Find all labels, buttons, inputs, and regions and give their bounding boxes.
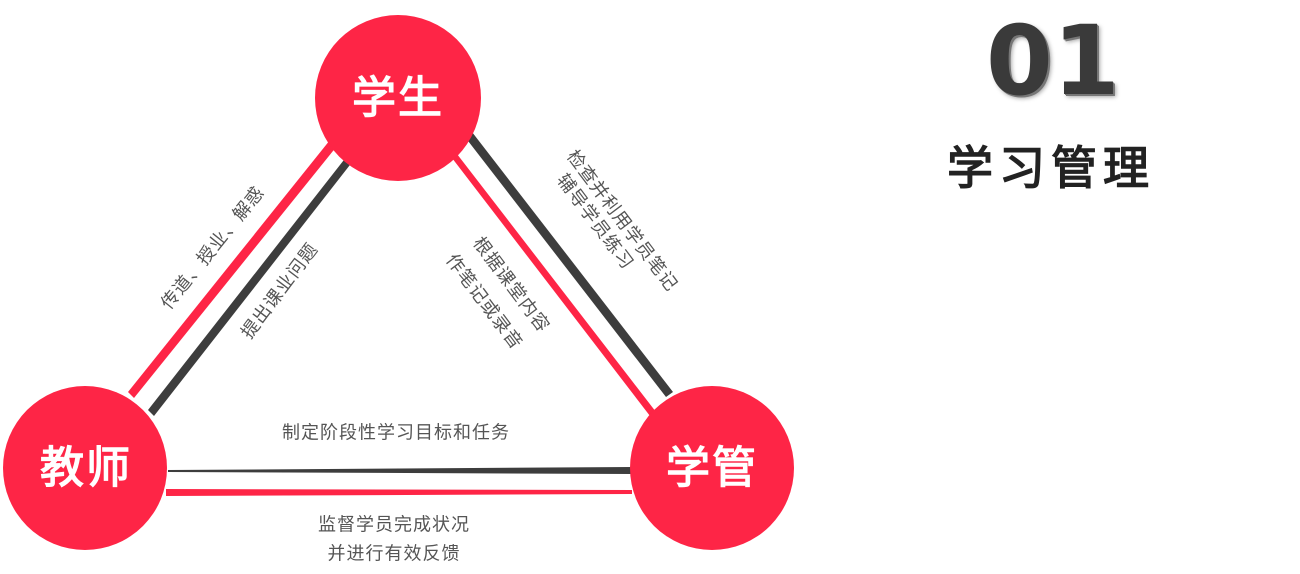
section-title: 学习管理 <box>947 141 1155 195</box>
node-teacher: 教师 <box>3 386 167 550</box>
line-student-teacher-dark <box>148 156 353 416</box>
edge-label-manager-to-teacher-2: 并进行有效反馈 <box>328 544 461 565</box>
connector-lines <box>128 132 673 496</box>
line-student-manager-red <box>452 154 656 416</box>
relationship-diagram: 学生 教师 学管 传道、授业、解惑 提出课业问题 检查并利用学员笔记 辅导学员练… <box>3 15 794 565</box>
section-number: 01 <box>986 5 1120 117</box>
node-teacher-circle <box>3 386 167 550</box>
edge-label-teacher-to-manager: 制定阶段性学习目标和任务 <box>282 423 510 444</box>
node-student: 学生 <box>315 15 481 181</box>
node-manager: 学管 <box>630 386 794 550</box>
node-teacher-label: 教师 <box>40 443 132 494</box>
line-student-manager-dark <box>465 132 673 397</box>
line-teacher-student-red <box>128 140 337 398</box>
node-manager-label: 学管 <box>666 443 758 494</box>
line-teacher-manager-dark <box>168 467 632 474</box>
line-manager-teacher-red <box>166 489 632 496</box>
edge-label-manager-to-teacher-1: 监督学员完成状况 <box>318 515 470 536</box>
node-student-label: 学生 <box>352 73 444 124</box>
node-manager-circle <box>630 386 794 550</box>
node-student-circle <box>315 15 481 181</box>
